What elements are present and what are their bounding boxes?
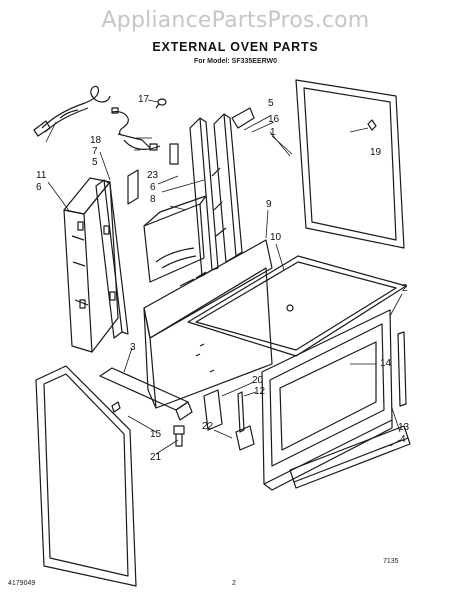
callout-16: 16: [268, 114, 280, 125]
base-frame-rail: [99, 367, 193, 421]
callout-19: 19: [370, 147, 382, 158]
callout-7: 7: [92, 146, 98, 157]
diagram-reference-code: 7135: [383, 558, 399, 565]
callout-5-right: 5: [268, 98, 274, 109]
callout-labels: 17 5 16 1 19 18 7 5 23 6 8 11 6 9 10 2 3…: [36, 94, 410, 463]
left-front-rail: [95, 179, 129, 339]
callout-1: 1: [270, 127, 276, 138]
callout-18: 18: [90, 135, 102, 146]
callout-22: 22: [202, 421, 214, 432]
oven-vent-duct: [143, 195, 207, 283]
rear-frame-uprights: [189, 107, 255, 277]
hinge-brackets: [203, 389, 255, 451]
vent-bracket-part-23: [127, 143, 179, 205]
callout-3: 3: [130, 342, 136, 353]
callout-4: 4: [400, 434, 406, 445]
oven-front-frame: [261, 309, 393, 491]
callout-23: 23: [147, 170, 159, 181]
callout-8: 8: [150, 194, 156, 205]
left-side-panel: [63, 177, 119, 353]
callout-9: 9: [266, 199, 272, 210]
right-side-panel: [295, 79, 405, 249]
callout-2: 2: [402, 283, 408, 294]
callout-12: 12: [254, 386, 266, 397]
callout-11: 11: [36, 170, 47, 181]
screw-part-17: [155, 98, 167, 109]
callout-14: 14: [380, 358, 392, 369]
callout-15: 15: [150, 429, 162, 440]
page-number: 2: [232, 580, 236, 587]
callout-5-left: 5: [92, 157, 98, 168]
document-number: 4179049: [8, 580, 36, 587]
model-subtitle: For Model: SF335EERW0: [193, 58, 278, 65]
callout-6-left: 6: [36, 182, 42, 193]
leader-lines: [45, 99, 403, 455]
oven-cavity-side: [143, 267, 273, 409]
page-title: EXTERNAL OVEN PARTS: [152, 40, 319, 54]
callout-13: 13: [398, 422, 410, 433]
kick-panel: [289, 425, 411, 489]
wire-harness: [111, 107, 161, 151]
side-trim-strip: [397, 331, 407, 407]
watermark: AppliancePartsPros.com: [101, 8, 370, 33]
screw-part-15: [111, 401, 121, 413]
callout-20: 20: [252, 375, 264, 386]
callout-17: 17: [138, 94, 150, 105]
lower-side-panel: [35, 365, 137, 587]
leveling-leg: [173, 425, 185, 447]
callout-10: 10: [270, 232, 282, 243]
power-cord: [33, 85, 111, 137]
callout-21: 21: [150, 452, 162, 463]
callout-6-center: 6: [150, 182, 156, 193]
cooktop-panel: [187, 255, 407, 357]
